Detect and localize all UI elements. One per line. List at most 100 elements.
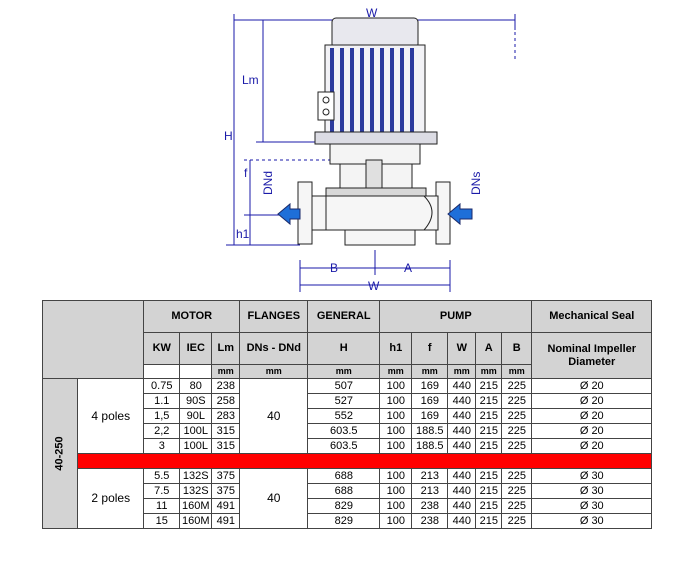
header-row-2: KW IEC Lm DNs - DNd H h1 f W A B Nominal… [43,332,653,379]
a-cell: 215 [475,378,503,394]
w-cell: 440 [447,513,477,529]
kw-unit [143,364,181,379]
table-row: 40-250 4 poles 0.75 80 238 40 507 100 16… [41,378,653,529]
b-cell: 225 [501,483,533,499]
b-unit: mm [501,364,533,379]
seal-cell: Ø 30 [531,468,653,484]
w-unit: mm [447,364,477,379]
dnd-label: DNd [261,171,275,195]
f-cell: 238 [411,513,449,529]
a-cell: 215 [475,513,503,529]
pump-body [297,181,451,246]
f-cell: 169 [411,393,449,409]
iec-cell: 90S [179,393,213,409]
f-header: f [411,332,449,365]
a-label: A [404,261,412,275]
seal-cell: Ø 20 [531,378,653,394]
h1-cell: 100 [379,408,413,424]
iec-cell: 160M [179,513,213,529]
flow-arrows [277,202,473,226]
f-cell: 238 [411,498,449,514]
model-label: 40-250 [53,436,66,471]
table-row: 2,2 100L 315 603.5 100 188.5 440 215 225… [43,423,653,439]
w-cell: 440 [447,408,477,424]
w-bottom-label: W [368,279,380,293]
b-cell: 225 [501,408,533,424]
iec-header: IEC [179,332,213,365]
w-header: W [447,332,477,365]
lm-cell: 258 [211,393,241,409]
dns-dnd-unit: mm [239,364,309,379]
h1-cell: 100 [379,498,413,514]
w-cell: 440 [447,498,477,514]
lm-cell: 315 [211,438,241,454]
a-header: A [475,332,503,365]
f-cell: 169 [411,378,449,394]
flange-4-poles: 40 [239,378,309,454]
h-cell: 603.5 [307,423,381,439]
h-header: H [307,332,381,365]
kw-cell: 1,5 [143,408,181,424]
seal-cell: Ø 20 [531,438,653,454]
kw-cell: 7.5 [143,483,181,499]
a-cell: 215 [475,408,503,424]
kw-cell: 5.5 [143,468,181,484]
motor-body [314,17,438,145]
h-cell: 603.5 [307,438,381,454]
b-label: B [330,261,338,275]
f-cell: 213 [411,483,449,499]
f-label: f [244,166,248,180]
b-cell: 225 [501,423,533,439]
pump-header: PUMP [379,300,533,333]
seal-cell: Ø 30 [531,498,653,514]
empty-corner [41,300,145,379]
table-row: 2 poles 5.5 132S 375 40 688 100 213 440 … [43,468,653,529]
w-cell: 440 [447,393,477,409]
a-cell: 215 [475,393,503,409]
lm-cell: 375 [211,483,241,499]
a-unit: mm [475,364,503,379]
h1-cell: 100 [379,423,413,439]
h-cell: 829 [307,513,381,529]
b-cell: 225 [501,378,533,394]
red-separator-row [43,453,653,469]
lm-cell: 283 [211,408,241,424]
lm-unit: mm [211,364,241,379]
lm-cell: 491 [211,513,241,529]
h-cell: 688 [307,483,381,499]
f-cell: 169 [411,408,449,424]
h1-unit: mm [379,364,413,379]
seal-cell: Ø 20 [531,408,653,424]
lm-cell: 491 [211,498,241,514]
iec-unit [179,364,213,379]
h-cell: 688 [307,468,381,484]
h1-cell: 100 [379,378,413,394]
h1-cell: 100 [379,483,413,499]
lm-cell: 238 [211,378,241,394]
kw-cell: 11 [143,498,181,514]
iec-cell: 160M [179,498,213,514]
dns-dnd-header: DNs - DNd [239,332,309,365]
h-label: H [224,129,233,143]
b-cell: 225 [501,498,533,514]
flange-2-poles: 40 [239,468,309,529]
a-cell: 215 [475,438,503,454]
flanges-header: FLANGES [239,300,309,333]
iec-cell: 132S [179,468,213,484]
model-cell: 40-250 [41,378,79,529]
f-cell: 188.5 [411,438,449,454]
h-cell: 507 [307,378,381,394]
iec-cell: 90L [179,408,213,424]
f-cell: 188.5 [411,423,449,439]
w-cell: 440 [447,468,477,484]
seal-cell: Ø 30 [531,483,653,499]
iec-cell: 132S [179,483,213,499]
w-top-label: W [366,6,378,20]
pump-dimension-drawing: W Lm H f h1 DNd DNs [224,6,516,293]
w-cell: 440 [447,423,477,439]
seal-subheader: Nominal Impeller Diameter [531,332,653,379]
h1-header: h1 [379,332,413,365]
kw-cell: 15 [143,513,181,529]
h-unit: mm [307,364,381,379]
b-cell: 225 [501,393,533,409]
